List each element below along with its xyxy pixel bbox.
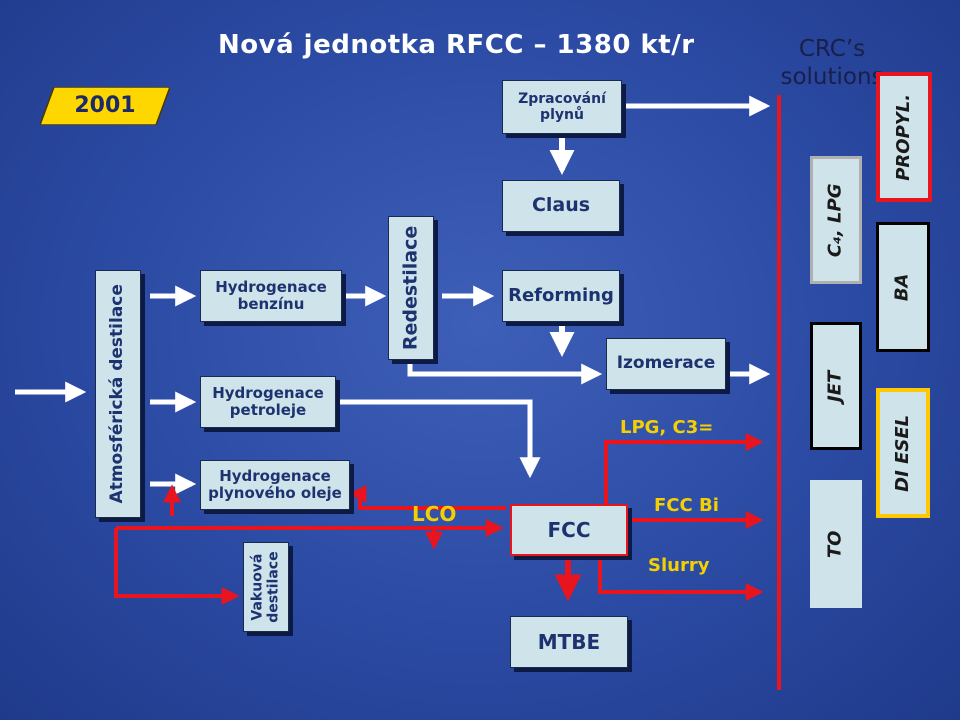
vakuova-label: Vakuová destilace: [250, 551, 282, 622]
zpracovani-line2: plynů: [540, 107, 584, 123]
year-label: 2001: [74, 93, 136, 118]
zpracovani-line1: Zpracování: [518, 90, 606, 107]
fcc-label: FCC: [547, 517, 591, 542]
hydro-plyn-line2: plynového oleje: [208, 484, 342, 502]
product-propyl-label: PROPYL.: [892, 93, 914, 181]
izomerace-label: Izomerace: [616, 353, 716, 374]
unit-claus: Claus: [502, 180, 620, 232]
crc-solutions: CRC’s solutions: [774, 36, 890, 91]
unit-vakuova-destilace: Vakuová destilace: [243, 542, 289, 632]
product-c4-lpg-label: C₄, LPG: [824, 183, 846, 257]
unit-hydrogenace-plynoveho-oleje: Hydrogenace plynového oleje: [200, 460, 350, 510]
product-propyl: PROPYL.: [876, 72, 932, 202]
crc-line2: solutions: [780, 63, 884, 90]
redestilace-to-izomerace-arrow: [407, 360, 603, 385]
redestilace-label: Redestilace: [399, 225, 422, 351]
page-title: Nová jednotka RFCC – 1380 kt/r: [218, 30, 695, 60]
product-ba: BA: [876, 222, 930, 352]
stream-slurry: Slurry: [648, 555, 710, 576]
vakuova-red-loop: [114, 528, 240, 605]
fcc-to-lpg-red-arrow: [604, 433, 764, 504]
hydro-plyn-line1: Hydrogenace: [219, 466, 331, 485]
unit-izomerace: Izomerace: [606, 338, 726, 390]
hydro-petrolej-line2: petroleje: [229, 401, 307, 419]
stream-fcc-bi: FCC Bi: [654, 495, 719, 516]
product-to: TO: [810, 480, 862, 608]
hydro-petrolej-line1: Hydrogenace: [212, 383, 324, 402]
product-jet: JET: [810, 322, 862, 450]
unit-redestilace: Redestilace: [388, 216, 434, 360]
crc-line1: CRC’s: [798, 36, 866, 62]
unit-fcc: FCC: [510, 504, 628, 556]
product-c4-lpg: C₄, LPG: [810, 156, 862, 284]
year-badge-shape: [40, 87, 170, 125]
stream-lpg: LPG, C3=: [620, 417, 714, 438]
vakuova-line1: Vakuová: [249, 553, 266, 621]
claus-label: Claus: [531, 194, 591, 217]
product-ba-label: BA: [891, 273, 913, 301]
product-to-label: TO: [824, 530, 846, 558]
unit-atmospheric-destilace: Atmosférická destilace: [95, 270, 141, 518]
stream-lco: LCO: [412, 502, 457, 526]
vakuova-line2: destilace: [266, 551, 283, 623]
hydro-benzin-line1: Hydrogenace: [215, 277, 327, 296]
unit-atmospheric-label: Atmosférická destilace: [107, 284, 128, 504]
product-diesel: DI ESEL: [876, 388, 930, 518]
fcc-to-slurry-red-arrow: [598, 556, 764, 601]
product-jet-label: JET: [824, 370, 846, 402]
reforming-label: Reforming: [508, 284, 614, 306]
unit-hydrogenace-petroleje: Hydrogenace petroleje: [200, 376, 336, 428]
fcc-to-plyn-red-loop: [348, 485, 506, 510]
mtbe-label: MTBE: [537, 629, 601, 654]
product-diesel-label: DI ESEL: [891, 414, 913, 492]
petrolej-to-fcc-arrow: [336, 399, 541, 479]
year-badge: 2001: [40, 87, 170, 125]
unit-mtbe: MTBE: [510, 616, 628, 668]
unit-zpracovani-plynu: Zpracování plynů: [502, 80, 622, 134]
unit-hydrogenace-benzinu: Hydrogenace benzínu: [200, 270, 342, 322]
unit-reforming: Reforming: [502, 270, 620, 322]
hydro-benzin-line2: benzínu: [237, 295, 305, 313]
